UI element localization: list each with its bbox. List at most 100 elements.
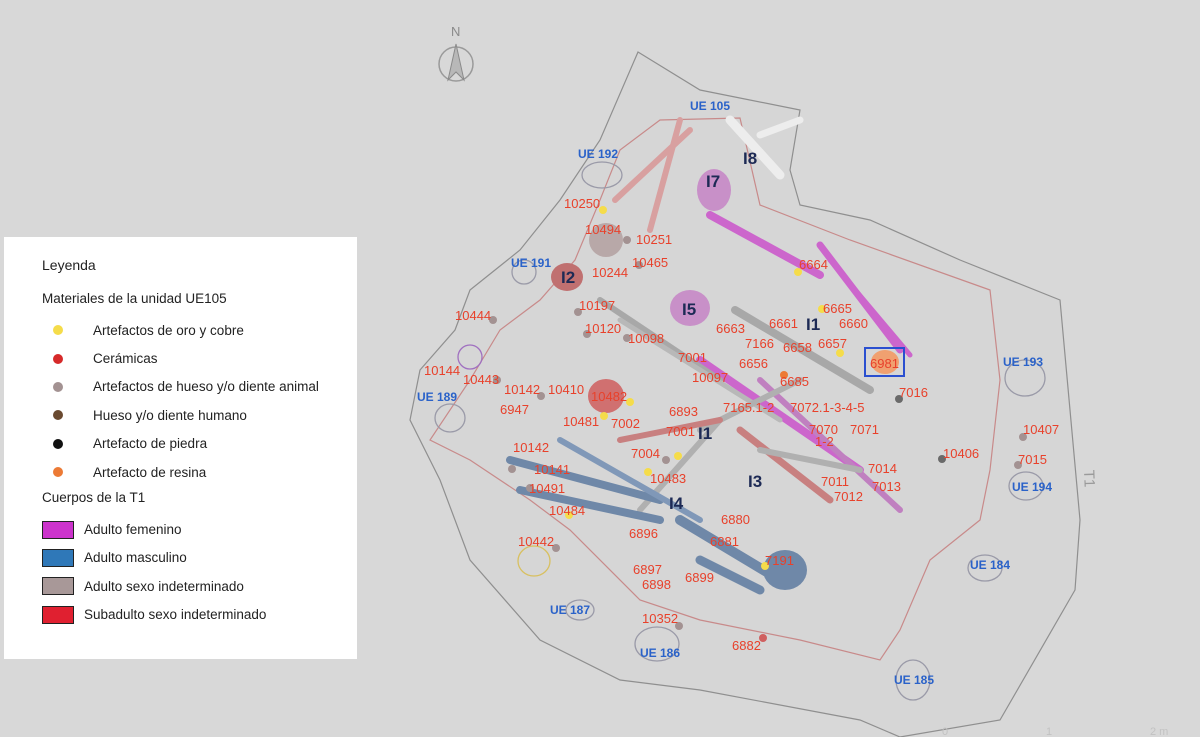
find-label: 6658 — [783, 340, 812, 355]
find-label: 7071 — [850, 422, 879, 437]
animal-bone-dot-icon — [53, 381, 63, 392]
find-label: 7002 — [611, 416, 640, 431]
find-label: 10142 — [513, 440, 549, 455]
scale-label: 0 — [942, 726, 948, 737]
female-swatch-icon — [42, 520, 74, 539]
ue-label: UE 193 — [1003, 355, 1043, 369]
find-label: 10406 — [943, 446, 979, 461]
legend-item: Artefacto de resina — [42, 458, 357, 486]
find-label: 10144 — [424, 363, 460, 378]
find-label: 7014 — [868, 461, 897, 476]
find-label: 6896 — [629, 526, 658, 541]
find-label: 6898 — [642, 577, 671, 592]
find-label: 10484 — [549, 503, 585, 518]
north-arrow-icon: N — [438, 24, 474, 82]
bodies-heading: Cuerpos de la T1 — [42, 490, 146, 506]
find-label: 7072.1-3-4-5 — [790, 400, 864, 415]
individual-label: I7 — [706, 172, 720, 191]
ue-label: UE 191 — [511, 256, 551, 270]
find-label: 6899 — [685, 570, 714, 585]
ue-label: UE 185 — [894, 673, 934, 687]
find-label: 6661 — [769, 316, 798, 331]
find-label: 7001 — [666, 424, 695, 439]
individual-label: I8 — [743, 149, 757, 168]
legend-item: Adulto masculino — [42, 544, 357, 572]
ue-label: UE 184 — [970, 558, 1010, 572]
legend-item: Cerámicas — [42, 344, 357, 372]
find-dots — [489, 206, 1027, 642]
find-label: 7011 — [821, 474, 849, 489]
find-label: 6880 — [721, 512, 750, 527]
find-label: 10120 — [585, 321, 621, 336]
find-label: 10442 — [518, 534, 554, 549]
find-labels: 10250 10494 10251 10465 10244 10197 1012… — [424, 196, 1059, 653]
legend-panel: Leyenda Materiales de la unidad UE105 Ar… — [4, 237, 357, 659]
find-label: 10097 — [692, 370, 728, 385]
find-label: 10197 — [579, 298, 615, 313]
find-label: 10098 — [628, 331, 664, 346]
find-label: 10491 — [529, 481, 565, 496]
find-label: 7015 — [1018, 452, 1047, 467]
find-label: 7001 — [678, 350, 707, 365]
find-label: 10494 — [585, 222, 621, 237]
find-label: 10244 — [592, 265, 628, 280]
find-label: 6947 — [500, 402, 529, 417]
find-label: 10410 — [548, 382, 584, 397]
legend-item: Artefactos de oro y cobre — [42, 316, 357, 344]
find-label: 6882 — [732, 638, 761, 653]
find-label: 6664 — [799, 257, 828, 272]
find-label: 7191 — [765, 553, 794, 568]
find-label: 6657 — [818, 336, 847, 351]
find-label: 6981 — [870, 356, 899, 371]
find-label: 10250 — [564, 196, 600, 211]
ue-label: UE 189 — [417, 390, 457, 404]
gold-copper-dot-icon — [53, 325, 63, 336]
find-label: 10483 — [650, 471, 686, 486]
legend-item: Adulto sexo indeterminado — [42, 572, 357, 600]
find-label: 10482 — [591, 389, 627, 404]
highlight-box[interactable] — [864, 347, 905, 377]
legend-item: Artefacto de piedra — [42, 430, 357, 458]
individual-label: I4 — [669, 494, 684, 513]
legend-item: Hueso y/o diente humano — [42, 401, 357, 429]
find-label: 10141 — [534, 462, 570, 477]
find-label: 6893 — [669, 404, 698, 419]
find-label: 10142 — [504, 382, 540, 397]
find-label: 7016 — [899, 385, 928, 400]
find-label: 7165.1-2 — [723, 400, 774, 415]
ue-label: UE 186 — [640, 646, 680, 660]
find-label: 10443 — [463, 372, 499, 387]
find-label: 10407 — [1023, 422, 1059, 437]
find-label: 10481 — [563, 414, 599, 429]
trench-label: T1 — [1080, 470, 1098, 488]
undetermined-swatch-icon — [42, 577, 74, 596]
find-label: 10352 — [642, 611, 678, 626]
scale-bar: 0 1 2 m — [942, 726, 1168, 737]
ceramic-dot-icon — [53, 353, 63, 364]
skulls — [551, 169, 899, 590]
individual-label: I1 — [698, 424, 712, 443]
pit-outlines — [434, 161, 1046, 701]
ue-label: UE 187 — [550, 603, 590, 617]
trench-outline — [429, 117, 1001, 661]
find-label: 6881 — [710, 534, 739, 549]
find-label: 6685 — [780, 374, 809, 389]
legend-item: Artefactos de hueso y/o diente animal — [42, 373, 357, 401]
find-label: 7004 — [631, 446, 660, 461]
stone-dot-icon — [53, 438, 63, 449]
find-label: 10251 — [636, 232, 672, 247]
find-label: 1-2 — [815, 434, 834, 449]
individual-label: I1 — [806, 315, 820, 334]
find-label: 7013 — [872, 479, 901, 494]
ue-label: UE 105 — [690, 99, 730, 113]
find-label: 7012 — [834, 489, 863, 504]
legend-title: Leyenda — [42, 257, 96, 273]
scale-label: 2 m — [1150, 726, 1168, 737]
materials-heading: Materiales de la unidad UE105 — [42, 291, 227, 306]
find-label: 10465 — [632, 255, 668, 270]
find-label: 6660 — [839, 316, 868, 331]
ue-label: UE 194 — [1012, 480, 1052, 494]
find-label: 6656 — [739, 356, 768, 371]
individual-label: I5 — [682, 300, 696, 319]
find-label: 7166 — [745, 336, 774, 351]
